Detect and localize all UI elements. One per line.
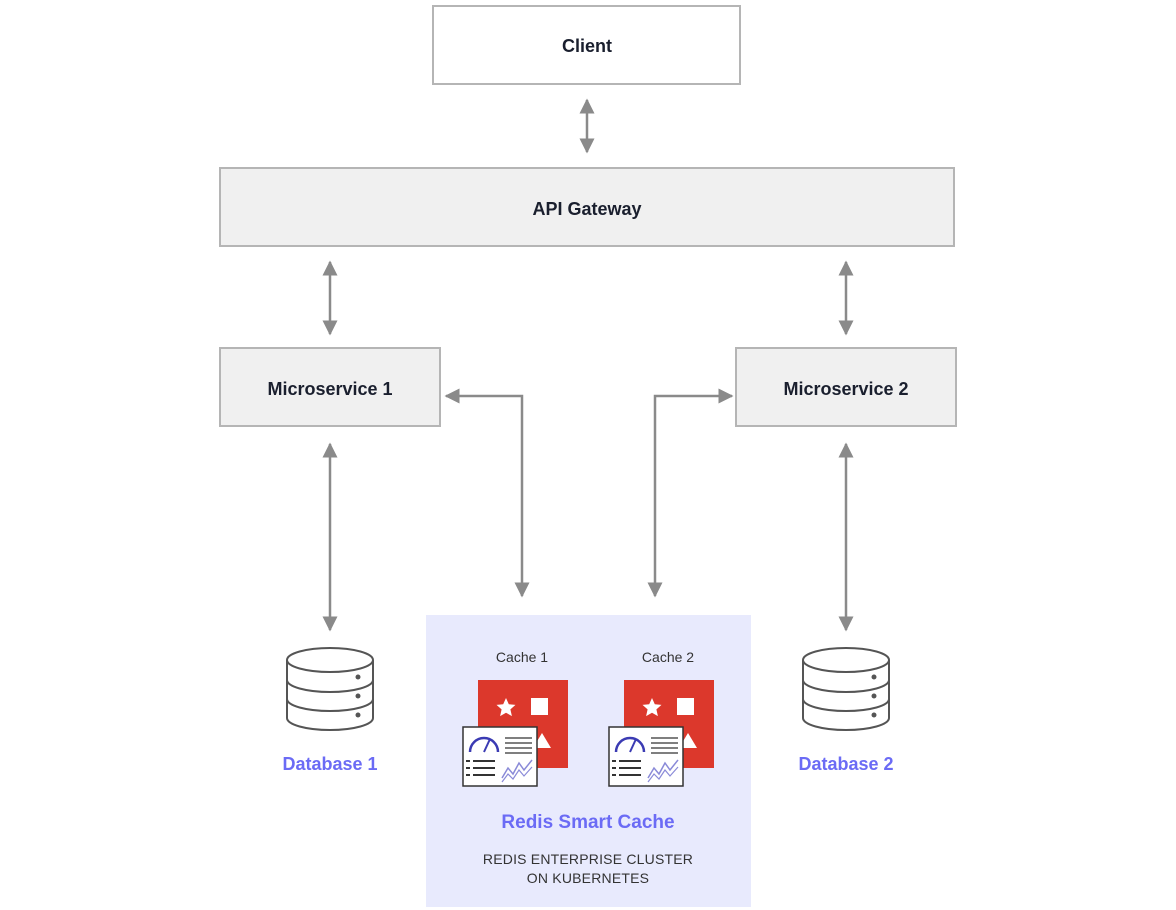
- database-1-icon: [286, 647, 374, 731]
- microservice1-cache-arrow: [444, 388, 530, 598]
- microservice-1-node: Microservice 1: [219, 347, 441, 427]
- cluster-caption-line2: ON KUBERNETES: [527, 870, 649, 886]
- database-1-label: Database 1: [282, 754, 377, 774]
- dashboard-icon: [608, 726, 684, 787]
- api-gateway-node: API Gateway: [219, 167, 955, 247]
- microservice2-cache-arrow: [647, 388, 734, 598]
- redis-cluster-panel: Cache 1 Cache 2: [426, 615, 751, 907]
- microservice-1-label: Microservice 1: [267, 379, 392, 399]
- api-gateway-label: API Gateway: [532, 199, 641, 219]
- cache-1-icon: [462, 680, 568, 787]
- cluster-caption-line1: REDIS ENTERPRISE CLUSTER: [483, 851, 693, 867]
- cache-2-label: Cache 2: [642, 649, 694, 665]
- cache-1-label: Cache 1: [496, 649, 548, 665]
- client-node: Client: [432, 5, 741, 85]
- microservice-2-node: Microservice 2: [735, 347, 957, 427]
- redis-smart-cache-label: Redis Smart Cache: [501, 812, 674, 833]
- cache-2-icon: [608, 680, 714, 787]
- database-2-label: Database 2: [798, 754, 893, 774]
- client-label: Client: [562, 36, 612, 56]
- dashboard-icon: [462, 726, 538, 787]
- database-2-icon: [802, 647, 890, 731]
- microservice-2-label: Microservice 2: [783, 379, 908, 399]
